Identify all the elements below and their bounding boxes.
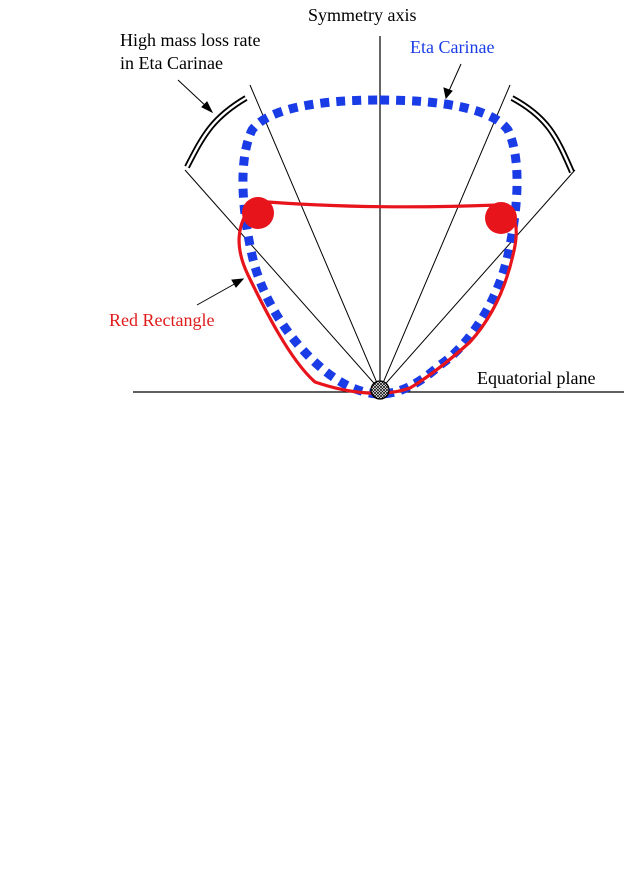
arrow-high-mass-loss (177, 79, 209, 109)
central-star-icon (370, 380, 390, 400)
radial-line-inner-left (249, 84, 381, 391)
red-rectangle-blob-right (485, 202, 517, 234)
symmetry-axis-label: Symmetry axis (308, 5, 417, 25)
equatorial-plane-label: Equatorial plane (477, 368, 595, 388)
high-mass-loss-label-line2: in Eta Carinae (120, 53, 223, 73)
arrow-eta-carinae-head (443, 87, 453, 100)
red-rectangle-blob-left (242, 197, 274, 229)
red-rectangle-outline (237, 199, 518, 395)
radial-line-inner-right (379, 84, 511, 391)
red-rectangle-label: Red Rectangle (109, 310, 214, 330)
high-mass-loss-arc-right (510, 95, 575, 174)
high-mass-loss-label-line1: High mass loss rate (120, 30, 260, 50)
arrow-red-rectangle (196, 281, 239, 306)
radial-line-outer-left (184, 169, 381, 391)
radial-lines (184, 84, 576, 391)
high-mass-loss-arc-left (184, 95, 248, 169)
arrow-high-mass-loss-head (201, 101, 214, 114)
pointer-arrows (177, 63, 462, 306)
arrow-red-rectangle-head (231, 278, 245, 288)
radial-line-outer-right (379, 169, 576, 391)
eta-carinae-label: Eta Carinae (410, 37, 494, 57)
arrow-eta-carinae (447, 63, 462, 94)
